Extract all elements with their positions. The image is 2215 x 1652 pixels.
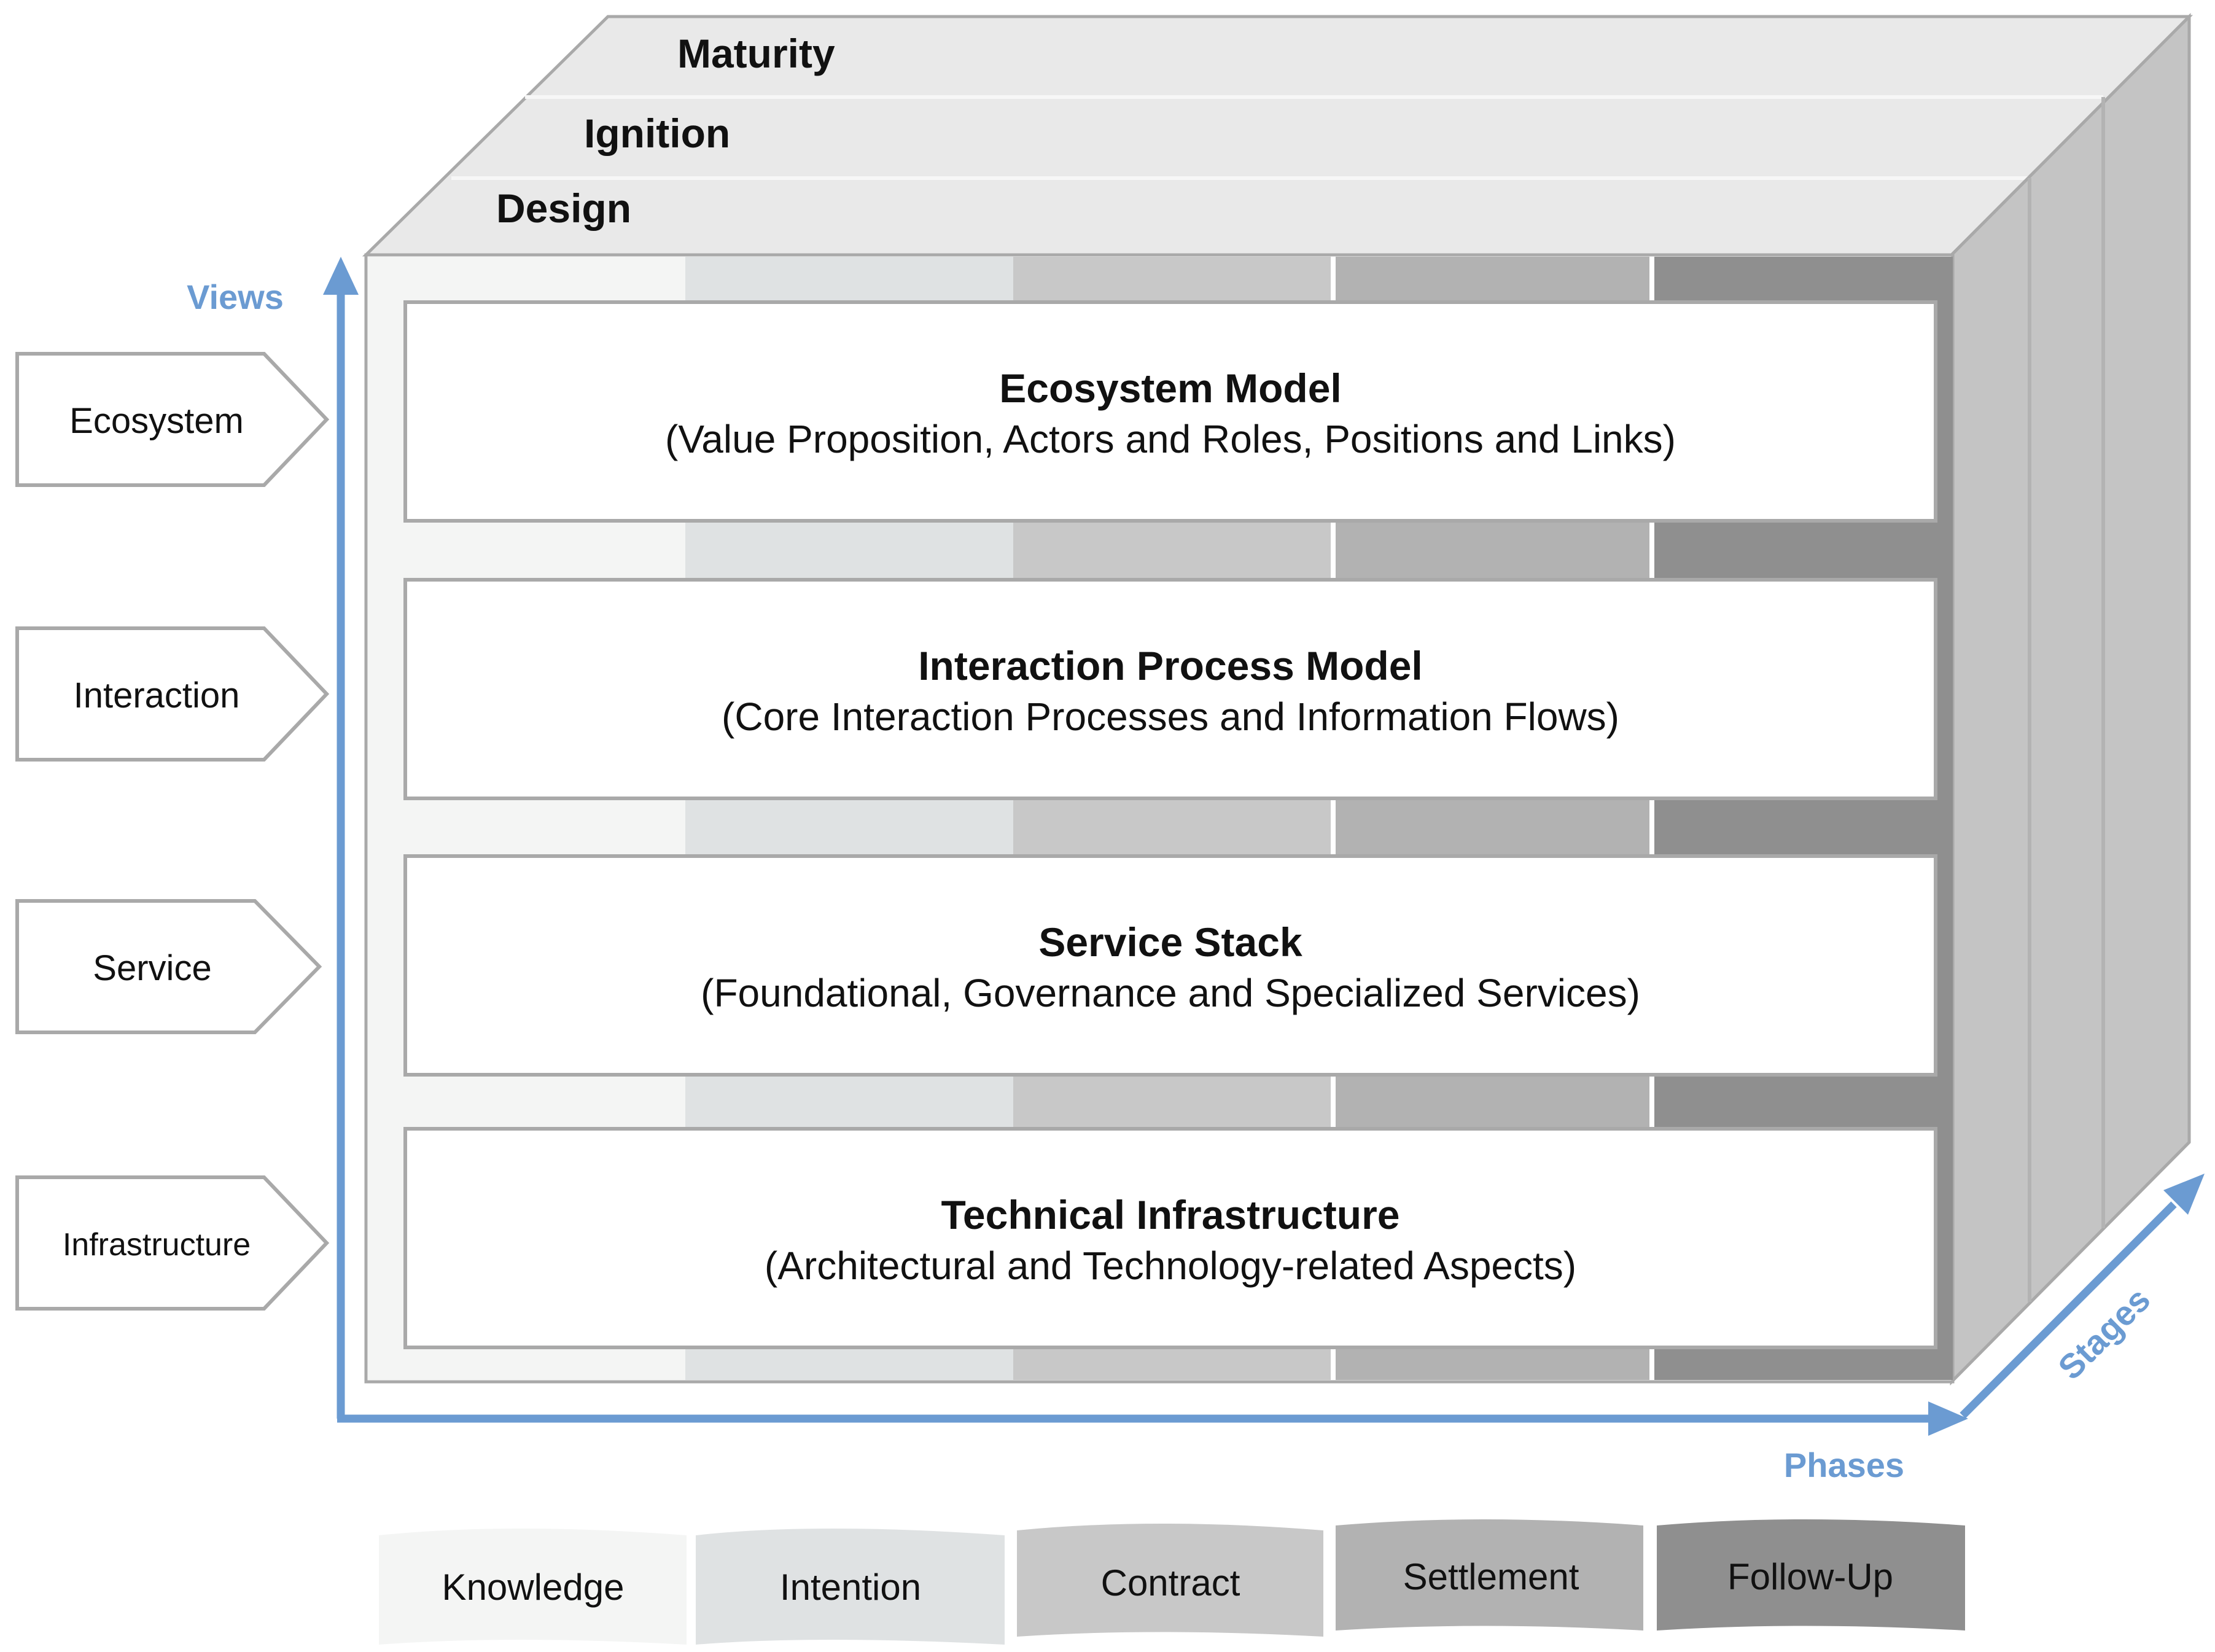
- phase-legend-knowledge: Knowledge: [379, 1529, 687, 1645]
- layer-subtitle: (Architectural and Technology-related As…: [765, 1244, 1576, 1288]
- phase-legend-label: Follow-Up: [1727, 1556, 1893, 1597]
- phases-axis: [337, 1401, 1968, 1436]
- layer-title: Technical Infrastructure: [941, 1192, 1400, 1237]
- phase-legend-intention: Intention: [696, 1529, 1005, 1645]
- view-tag-label: Infrastructure: [63, 1227, 251, 1263]
- phase-legend-settlement: Settlement: [1336, 1519, 1643, 1631]
- view-tag-label: Interaction: [74, 676, 240, 715]
- views-arrowhead: [323, 257, 359, 295]
- layer-subtitle: (Value Proposition, Actors and Roles, Po…: [665, 417, 1676, 461]
- phase-legend-label: Contract: [1101, 1562, 1240, 1603]
- phase-legend-follow-up: Follow-Up: [1657, 1519, 1965, 1631]
- phase-legend-label: Settlement: [1403, 1556, 1579, 1597]
- layer-title: Service Stack: [1038, 919, 1302, 965]
- layer-service-stack: Service Stack (Foundational, Governance …: [403, 854, 1937, 1077]
- layer-interaction-process-model: Interaction Process Model (Core Interact…: [403, 578, 1937, 800]
- stages-arrowhead: [2163, 1174, 2205, 1215]
- views-axis: [323, 257, 359, 1419]
- view-tag-service: Service: [15, 899, 322, 1034]
- view-tag-label: Ecosystem: [69, 401, 244, 441]
- view-tag-label: Service: [93, 948, 211, 988]
- view-tag-interaction: Interaction: [15, 626, 330, 762]
- views-axis-label: Views: [187, 278, 284, 316]
- layer-ecosystem-model: Ecosystem Model (Value Proposition, Acto…: [403, 300, 1937, 523]
- stages-axis-label: Stages: [2050, 1280, 2157, 1387]
- stage-label-maturity: Maturity: [677, 31, 835, 76]
- phases-arrowhead: [1928, 1401, 1968, 1436]
- phase-legend-label: Intention: [780, 1567, 921, 1608]
- phases-axis-label: Phases: [1784, 1446, 1904, 1484]
- phase-legend-contract: Contract: [1017, 1524, 1323, 1637]
- layer-subtitle: (Foundational, Governance and Specialize…: [701, 971, 1640, 1015]
- layer-title: Interaction Process Model: [918, 643, 1423, 688]
- phase-legend-label: Knowledge: [442, 1567, 625, 1608]
- stage-label-design: Design: [496, 185, 631, 231]
- layer-title: Ecosystem Model: [999, 365, 1342, 411]
- view-tag-infrastructure: Infrastructure: [15, 1175, 330, 1311]
- phase-legend: Knowledge Intention Contract Settlement …: [379, 1519, 1965, 1645]
- layer-subtitle: (Core Interaction Processes and Informat…: [722, 695, 1619, 739]
- stage-label-ignition: Ignition: [584, 111, 730, 156]
- layer-technical-infrastructure: Technical Infrastructure (Architectural …: [403, 1127, 1937, 1349]
- stages-axis: [1960, 1174, 2205, 1419]
- view-tag-ecosystem: Ecosystem: [15, 352, 330, 487]
- cube-side-face: [1950, 12, 2191, 1386]
